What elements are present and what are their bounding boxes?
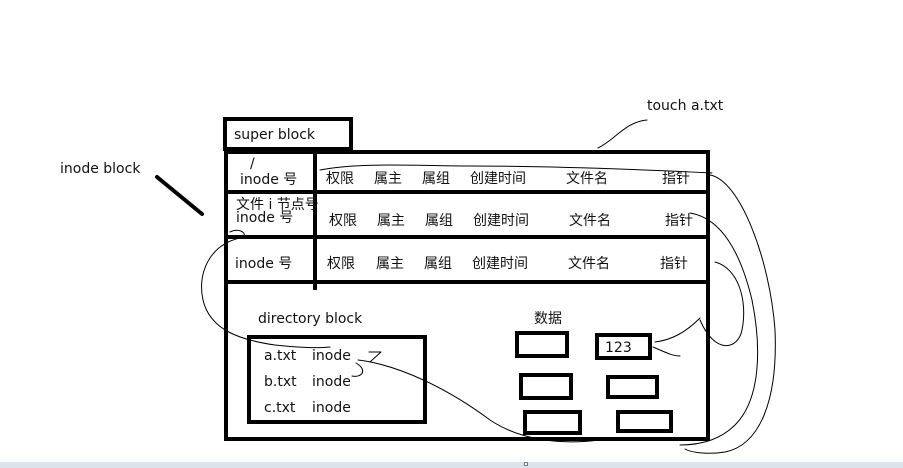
resize-handle-icon[interactable] (524, 462, 528, 466)
owner-cell: 属主 (376, 256, 404, 272)
inode-row-divider (224, 190, 710, 194)
directory-entry-inode: inode (312, 400, 351, 416)
create-time-cell: 创建时间 (470, 171, 526, 187)
touch-arrow-stroke (597, 119, 648, 149)
pointer-cell: 指针 (665, 213, 693, 229)
inode-block-pointer-stroke (155, 175, 204, 216)
directory-entry-inode: inode (312, 374, 351, 390)
data-block (519, 373, 573, 400)
data-block-value: 123 (605, 340, 632, 356)
data-block-filled (595, 333, 652, 360)
group-cell: 属组 (425, 213, 453, 229)
super-block-box (223, 117, 353, 151)
inode-row-divider (224, 280, 710, 284)
permission-cell: 权限 (329, 213, 357, 229)
directory-entry-name: c.txt (264, 400, 296, 416)
inode-column-divider (313, 154, 317, 290)
touch-command-label: touch a.txt (647, 98, 724, 114)
data-block (523, 410, 582, 435)
filename-cell: 文件名 (566, 171, 608, 187)
filename-cell: 文件名 (568, 256, 610, 272)
data-block (606, 375, 659, 399)
inode-block-label: inode block (60, 161, 141, 177)
super-block-label: super block (234, 127, 316, 143)
directory-entry-name: a.txt (264, 348, 297, 364)
inode-number-note: 文件 i 节点号 (236, 197, 319, 213)
create-time-cell: 创建时间 (473, 213, 529, 229)
inode-number-cell: inode 号 (236, 210, 294, 226)
inode-number-cell: inode 号 (235, 256, 293, 272)
permission-cell: 权限 (326, 171, 354, 187)
window-bottom-bar (0, 462, 903, 468)
pointer-cell: 指针 (660, 256, 688, 272)
permission-cell: 权限 (327, 256, 355, 272)
data-block (616, 410, 673, 433)
data-block (515, 331, 569, 358)
pointer-cell: 指针 (662, 171, 690, 187)
owner-cell: 属主 (377, 213, 405, 229)
inode-row-divider (224, 235, 710, 239)
group-cell: 属组 (424, 256, 452, 272)
root-slash-label: / (250, 156, 255, 172)
create-time-cell: 创建时间 (472, 256, 528, 272)
directory-entry-name: b.txt (264, 374, 297, 390)
owner-cell: 属主 (374, 171, 402, 187)
filename-cell: 文件名 (569, 213, 611, 229)
directory-block-label: directory block (258, 311, 363, 327)
data-area-label: 数据 (534, 311, 562, 327)
directory-entry-inode: inode (312, 348, 351, 364)
inode-number-cell: inode 号 (240, 172, 298, 188)
group-cell: 属组 (422, 171, 450, 187)
